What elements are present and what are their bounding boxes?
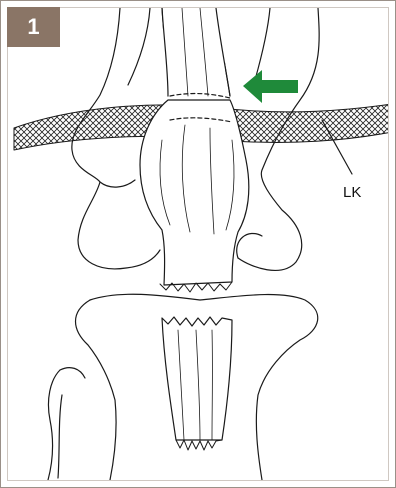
graft-lower (162, 317, 232, 440)
figure-number-badge: 1 (7, 7, 60, 47)
graft-bulge (140, 100, 249, 285)
green-arrow-icon (243, 70, 298, 103)
label-lk: LK (343, 184, 361, 201)
figure-number: 1 (27, 14, 39, 40)
